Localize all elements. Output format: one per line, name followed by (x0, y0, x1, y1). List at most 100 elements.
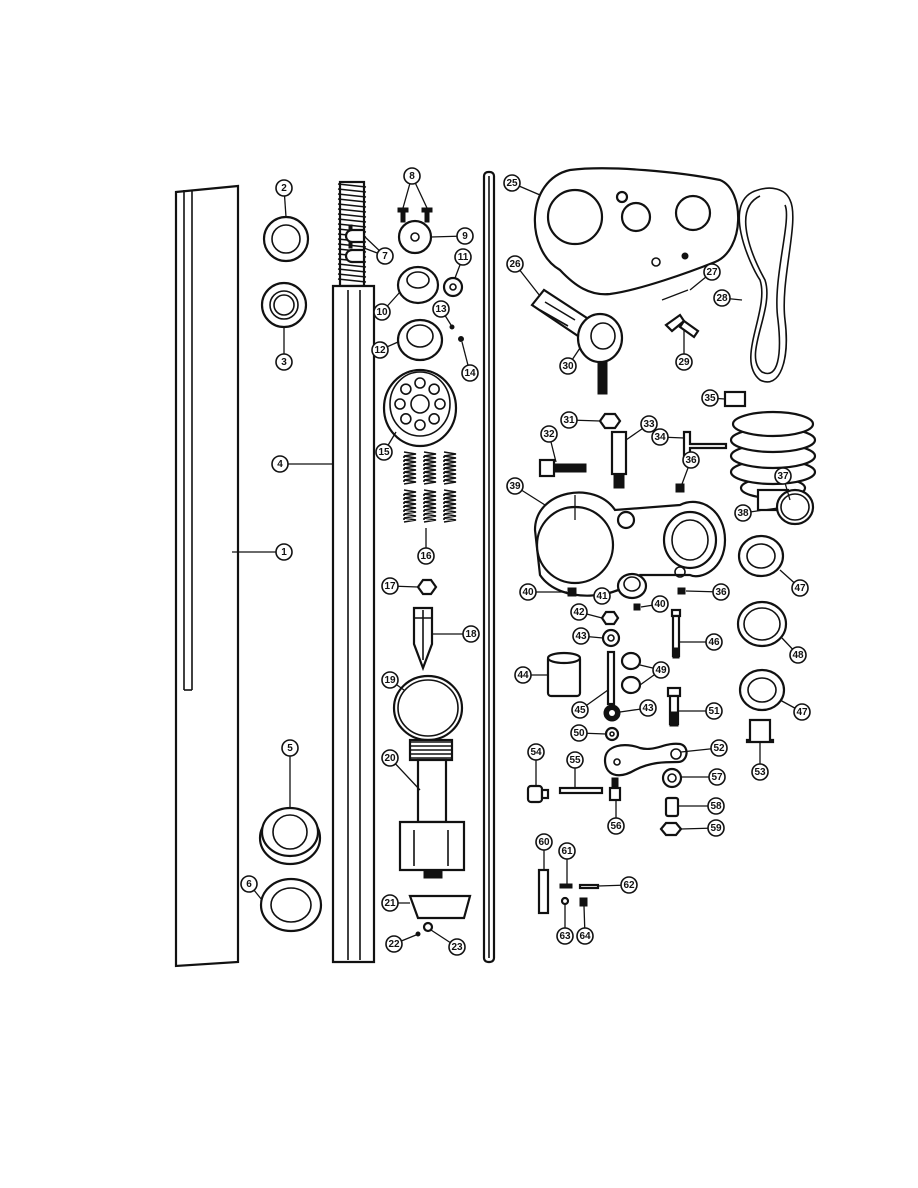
part-springs-16 (402, 450, 462, 528)
part-setscrew-64 (579, 897, 588, 907)
part-screw-23 (422, 921, 434, 933)
callout-number: 23 (451, 942, 463, 953)
callout-number: 45 (574, 705, 586, 716)
part-pins-8 (397, 207, 433, 223)
part-wingnut-29 (664, 313, 700, 345)
part-ring-38 (775, 488, 815, 526)
callout-20: 20 (381, 749, 399, 767)
callout-30: 30 (559, 357, 577, 375)
callout-number: 39 (509, 481, 521, 492)
callout-number: 15 (378, 447, 390, 458)
part-sleeve-44 (546, 651, 582, 698)
pulley-hole (414, 419, 426, 431)
thread-line (337, 273, 367, 278)
part-collar-10 (396, 265, 440, 305)
callout-number: 58 (710, 801, 722, 812)
callout-37: 37 (774, 467, 792, 485)
thread-line (337, 213, 367, 218)
part-bushing-53 (745, 718, 775, 744)
part-lever-52 (603, 742, 688, 777)
part-setscrew-36b (677, 587, 686, 595)
part-ball-13 (449, 324, 455, 330)
part-ring-48 (736, 600, 788, 648)
callout-32: 32 (540, 425, 558, 443)
part-ball-14 (458, 336, 464, 342)
callout-12: 12 (371, 341, 389, 359)
part-bearing-5 (258, 806, 322, 866)
callout-10: 10 (373, 303, 391, 321)
part-eyebolt-30 (576, 312, 624, 395)
callout-38: 38 (734, 504, 752, 522)
callout-number: 36 (685, 455, 697, 466)
part-bolt-46 (670, 608, 682, 659)
part-column (174, 184, 240, 968)
callout-number: 54 (530, 747, 542, 758)
callout-number: 33 (643, 419, 655, 430)
callout-number: 4 (277, 459, 283, 470)
part-stud-33 (610, 430, 628, 489)
thread-line (337, 278, 367, 283)
callout-number: 20 (384, 753, 396, 764)
callout-11: 11 (454, 248, 472, 266)
part-washer-57 (661, 767, 683, 789)
callout-number: 30 (562, 361, 574, 372)
thread-line (337, 188, 367, 193)
callout-18: 18 (462, 625, 480, 643)
callout-number: 7 (382, 251, 388, 262)
callout-4: 4 (271, 455, 289, 473)
part-pin-60 (537, 868, 550, 915)
callout-number: 51 (708, 706, 720, 717)
pulley-hole (434, 398, 446, 410)
part-cap-9 (397, 219, 433, 255)
thread-line (337, 208, 367, 213)
callout-number: 43 (575, 631, 587, 642)
callout-number: 8 (409, 171, 415, 182)
thread-line (337, 198, 367, 203)
callout-number: 59 (710, 823, 722, 834)
callout-42: 42 (570, 603, 588, 621)
callout-number: 63 (559, 931, 571, 942)
callout-number: 2 (281, 183, 287, 194)
thread-line (337, 218, 367, 223)
callout-43: 43 (639, 699, 657, 717)
pulley-hole (400, 383, 412, 395)
callout-14: 14 (461, 364, 479, 382)
callout-number: 35 (704, 393, 716, 404)
part-bearing-3 (260, 281, 308, 329)
callout-number: 31 (563, 415, 575, 426)
callout-number: 60 (538, 837, 550, 848)
callout-44: 44 (514, 666, 532, 684)
callout-number: 61 (561, 846, 573, 857)
callout-number: 17 (384, 581, 396, 592)
callout-number: 34 (654, 432, 666, 443)
part-block-56 (608, 777, 622, 802)
callout-number: 40 (522, 587, 534, 598)
callout-number: 5 (287, 743, 293, 754)
callout-28: 28 (713, 289, 731, 307)
callout-35: 35 (701, 389, 719, 407)
callout-46: 46 (705, 633, 723, 651)
callout-number: 40 (654, 599, 666, 610)
callout-25: 25 (503, 174, 521, 192)
part-washer-43b (603, 704, 621, 722)
parts (174, 167, 817, 968)
callout-number: 10 (376, 307, 388, 318)
part-pin-62 (578, 883, 600, 890)
callout-number: 55 (569, 755, 581, 766)
callout-31: 31 (560, 411, 578, 429)
callout-number: 1 (281, 547, 287, 558)
callout-number: 47 (794, 583, 806, 594)
part-belt-28 (738, 187, 794, 383)
callout-number: 48 (792, 650, 804, 661)
callout-40: 40 (519, 583, 537, 601)
part-nut-17 (416, 578, 438, 596)
callout-34: 34 (651, 428, 669, 446)
callout-number: 57 (711, 772, 723, 783)
callout-57: 57 (708, 768, 726, 786)
part-pulley-15 (382, 368, 458, 448)
callout-39: 39 (506, 477, 524, 495)
callout-number: 11 (458, 252, 469, 263)
callout-1: 1 (275, 543, 293, 561)
callout-47: 47 (791, 579, 809, 597)
